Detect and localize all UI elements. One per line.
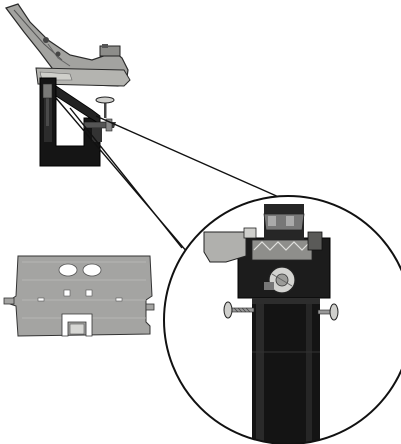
magnified-detail-view bbox=[163, 195, 401, 444]
side-clamp-screw bbox=[83, 118, 113, 142]
mounting-plate bbox=[3, 255, 155, 337]
plate-hole-right bbox=[82, 263, 102, 277]
zoom-circle-outline bbox=[163, 195, 401, 444]
stapler-handle bbox=[5, 3, 129, 87]
stapler-assembly bbox=[5, 3, 131, 167]
c-frame-stand bbox=[39, 77, 101, 167]
zoom-bracket bbox=[203, 231, 247, 263]
zoom-left-screw bbox=[223, 301, 255, 319]
stapler-head bbox=[99, 45, 121, 57]
plate-hole-left bbox=[58, 263, 78, 277]
plate-cutout bbox=[61, 313, 93, 337]
zoom-right-screw bbox=[317, 303, 339, 321]
